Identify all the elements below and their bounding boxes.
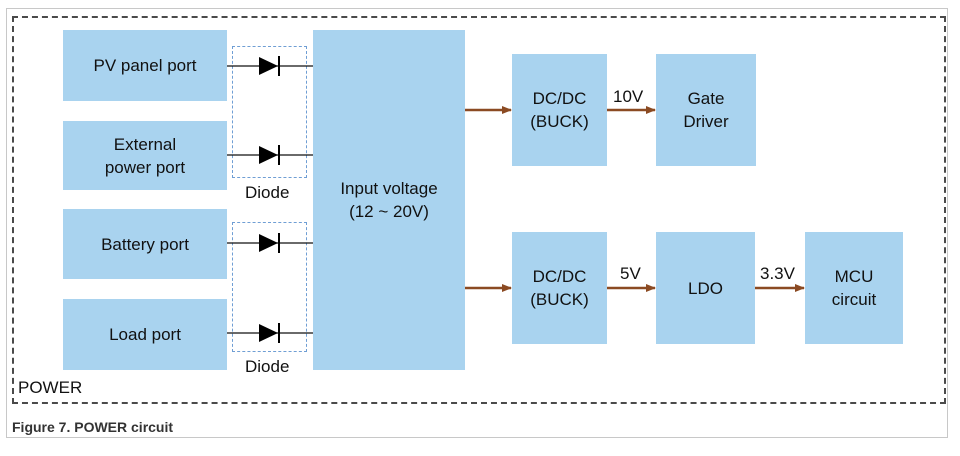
power-region-label: POWER <box>18 378 83 397</box>
diode-group-bottom <box>232 222 307 352</box>
voltage-label-10v: 10V <box>613 87 644 106</box>
diode-group-top <box>232 46 307 178</box>
voltage-label-3v3: 3.3V <box>760 264 795 283</box>
diode-icon <box>259 56 280 76</box>
diode-label-top: Diode <box>245 183 290 202</box>
battery-port-block: Battery port <box>63 209 227 279</box>
figure-caption: Figure 7. POWER circuit <box>12 419 174 435</box>
gate-driver-block: Gate Driver <box>656 54 756 166</box>
load-port-block: Load port <box>63 299 227 370</box>
ldo-block: LDO <box>656 232 755 344</box>
voltage-label-5v: 5V <box>620 264 641 283</box>
dcdc-buck-bottom-block: DC/DC (BUCK) <box>512 232 607 344</box>
pv-panel-port-block: PV panel port <box>63 30 227 101</box>
diode-icon <box>259 233 280 253</box>
diode-icon <box>259 145 280 165</box>
diode-icon <box>259 323 280 343</box>
mcu-circuit-block: MCU circuit <box>805 232 903 344</box>
figure-frame <box>6 8 948 438</box>
external-power-port-block: External power port <box>63 121 227 190</box>
dcdc-buck-top-block: DC/DC (BUCK) <box>512 54 607 166</box>
power-boundary <box>12 16 946 404</box>
input-voltage-block: Input voltage (12 ~ 20V) <box>313 30 465 370</box>
diode-label-bottom: Diode <box>245 357 290 376</box>
